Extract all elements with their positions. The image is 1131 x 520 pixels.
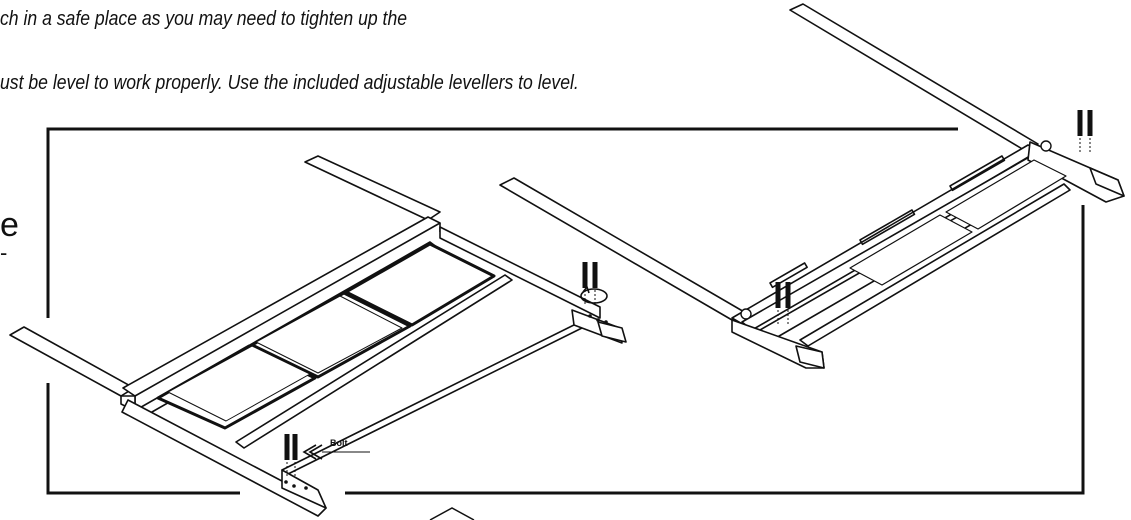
- desk-frame-left: [9, 155, 627, 517]
- bolt-callout: Bolt: [302, 438, 370, 460]
- frame-bracket: [46, 127, 1085, 495]
- instruction-line-1: ch in a safe place as you may need to ti…: [0, 8, 408, 30]
- cutoff-text-fragment: e: [0, 206, 19, 244]
- bolt-holes-right: [740, 140, 1052, 320]
- bolt-holes-left: [284, 314, 608, 490]
- desk-frame-right: [499, 3, 1125, 369]
- leveller-rotate-icon: [580, 285, 608, 304]
- bolt-label: Bolt: [330, 438, 348, 448]
- cutoff-text-fragment-2: -: [0, 240, 8, 265]
- frame-bottom-notch: [429, 507, 475, 520]
- instruction-line-2: ust be level to work properly. Use the i…: [0, 72, 579, 94]
